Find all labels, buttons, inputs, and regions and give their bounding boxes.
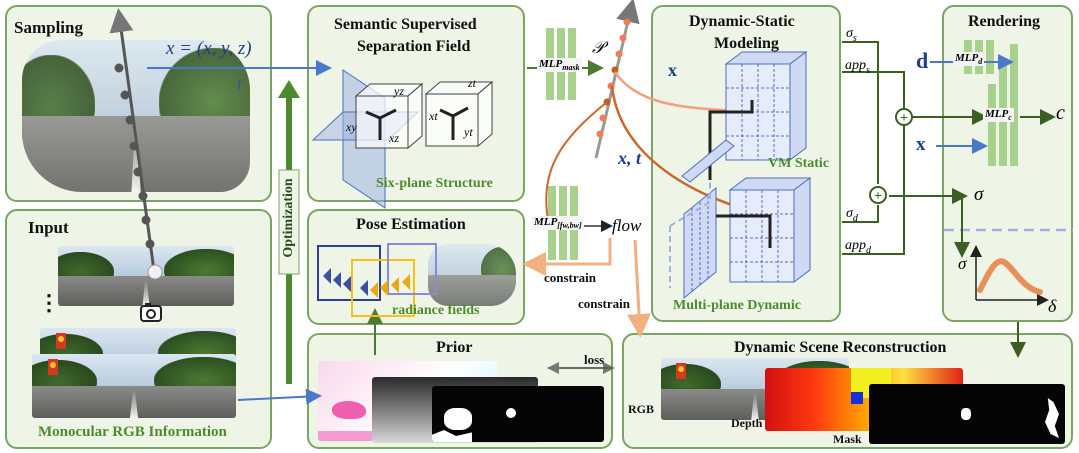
render-d-label: d [916, 48, 929, 73]
sigma-s-label: σs [846, 26, 857, 44]
app-d-sub: d [866, 244, 871, 256]
separation-title-line2: Separation Field [357, 38, 471, 55]
mlp-d-text: MLP [955, 52, 979, 64]
ds-title-line2: Modeling [714, 35, 779, 52]
app-d-symbol: app [845, 238, 866, 253]
app-d-label: appd [845, 238, 871, 256]
camera-icon [140, 303, 162, 322]
multi-plane-dynamic-cube [669, 177, 812, 300]
mlp-fwbw-text: MLP [534, 216, 558, 228]
optimization-label: Optimization [281, 178, 296, 258]
rendering-title: Rendering [968, 13, 1040, 30]
sigma-delta-plot [970, 245, 1049, 306]
sampling-ray [109, 8, 163, 280]
mlp-mask-text: MLP [539, 58, 563, 70]
sampling-t-label: t [237, 74, 242, 93]
six-plane-structure [311, 69, 494, 209]
mlp-d-sub: d [978, 57, 983, 67]
mlp-mask-label: MLPmask [537, 58, 582, 73]
recon-mask-image [869, 384, 1065, 444]
plot-sigma-label: σ [958, 254, 967, 273]
point-set-label: 𝒫 [592, 38, 605, 57]
sigma-d-sub: d [852, 212, 858, 224]
plane-label-zt: zt [468, 76, 477, 90]
svg-text:+: + [900, 111, 908, 126]
pose-title: Pose Estimation [356, 216, 466, 233]
separation-title-line1: Semantic Supervised [334, 16, 477, 33]
mlp-c-sub: c [1008, 113, 1012, 123]
input-frame-top [58, 246, 234, 306]
render-c-label: c [1056, 102, 1065, 124]
sigma-s-symbol: σ [846, 26, 853, 41]
sigma-d-label: σd [846, 206, 858, 224]
pose-caption: radiance fields [392, 303, 480, 318]
input-dots: ⋮ [38, 290, 60, 315]
sum-node-app [895, 108, 913, 126]
mlp-c-label: MLPc [983, 108, 1014, 123]
sum-node-sigma [869, 186, 887, 204]
recon-depth-label: Depth [731, 416, 763, 430]
vm-static-label: VM Static [768, 156, 830, 171]
constrain-label-1: constrain [544, 270, 596, 285]
recon-mask-label: Mask [833, 432, 862, 446]
input-title: Input [28, 218, 69, 237]
constrain-label-2: constrain [578, 296, 630, 311]
plane-label-xy: xy [346, 120, 357, 134]
recon-title: Dynamic Scene Reconstruction [734, 339, 947, 356]
app-s-symbol: app [845, 58, 866, 73]
render-sigma-label: σ [974, 184, 984, 205]
mlp-fwbw-label: MLP[fw,bw] [532, 216, 584, 231]
ds-output-lines [842, 41, 988, 255]
mlp-mask-sub: mask [562, 63, 580, 73]
plane-label-yt: yt [464, 125, 473, 139]
sampling-x-equation: x = (x, y, z) [166, 38, 252, 59]
sigma-s-sub: s [852, 32, 857, 44]
sampling-title: Sampling [14, 18, 83, 37]
plot-delta-label: δ [1048, 296, 1057, 316]
ds-title-line1: Dynamic-Static [689, 13, 795, 30]
prior-mask-image [432, 386, 604, 442]
input-frame-bottom [32, 354, 236, 418]
svg-text:+: + [874, 189, 882, 204]
render-x-label: x [916, 134, 926, 155]
pose-frames [317, 243, 437, 317]
pose-radiance-image [428, 244, 516, 306]
loss-label: loss [584, 352, 605, 367]
plane-label-xz: xz [389, 131, 399, 145]
vm-static-cube [681, 51, 808, 183]
mlp-c-text: MLP [985, 108, 1009, 120]
center-xt-label: x, t [618, 148, 642, 168]
center-ray [594, 0, 640, 159]
sigma-d-symbol: σ [846, 206, 853, 221]
plane-label-yz: yz [394, 84, 404, 98]
separation-caption: Six-plane Structure [376, 176, 493, 191]
center-x-label: x [668, 60, 677, 80]
multi-plane-dynamic-label: Multi-plane Dynamic [673, 298, 801, 313]
input-caption: Monocular RGB Information [38, 424, 227, 440]
app-s-sub: s [866, 64, 870, 76]
recon-rgb-label: RGB [628, 402, 655, 416]
app-s-label: apps [845, 58, 870, 76]
optimization-arrow [278, 80, 300, 384]
plane-label-xt: xt [429, 109, 438, 123]
prior-title: Prior [436, 339, 473, 356]
mlp-d-label: MLPd [953, 52, 985, 67]
mlp-fwbw-sub: [fw,bw] [557, 221, 582, 231]
flow-label: flow [612, 216, 642, 235]
